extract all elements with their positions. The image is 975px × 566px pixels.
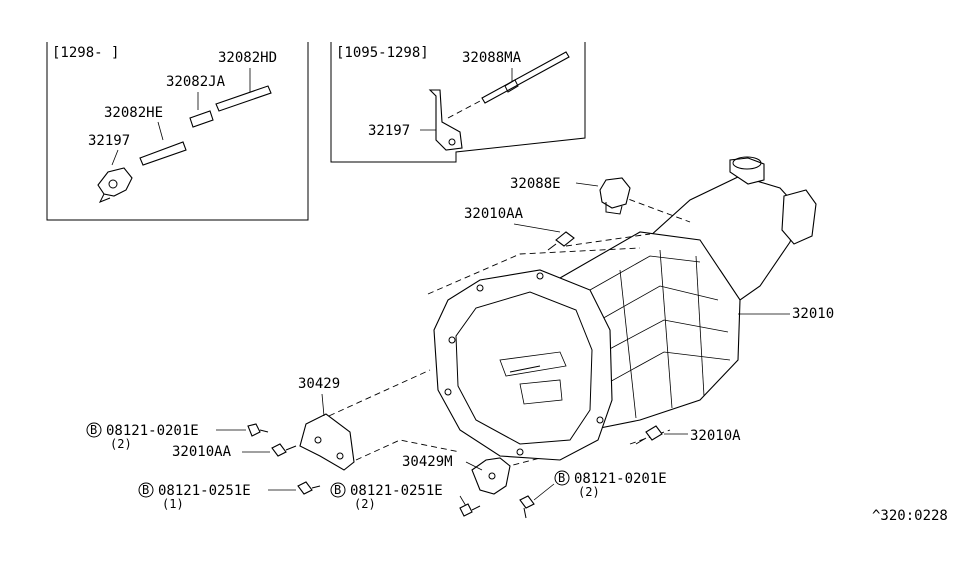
bolt-3-number: 08121-0251E xyxy=(350,483,443,499)
part-30429M: 30429M xyxy=(402,454,511,495)
label-32197-right: 32197 xyxy=(368,123,410,139)
bolt-1-badge: B xyxy=(90,423,97,437)
bolt-callout-3: B 08121-0251E (2) xyxy=(330,482,481,517)
bolt-2-qty: (1) xyxy=(162,497,184,511)
label-32082HD: 32082HD xyxy=(218,50,277,66)
label-30429: 30429 xyxy=(298,376,340,392)
diagram-code: ^320:0228 xyxy=(872,508,948,524)
bolt-1-number: 08121-0201E xyxy=(106,423,199,439)
label-32010: 32010 xyxy=(792,306,834,322)
bolt-callout-4: B 08121-0201E (2) xyxy=(519,470,667,519)
label-32088MA: 32088MA xyxy=(462,50,522,66)
label-30429M: 30429M xyxy=(402,454,453,470)
part-32010AA-bottom: 32010AA xyxy=(172,443,297,460)
transmission-assembly xyxy=(433,156,817,461)
inset-left-bracket: [1298- ] xyxy=(52,45,119,61)
label-32082HE: 32082HE xyxy=(104,105,163,121)
part-32010AA-top: 32010AA xyxy=(464,206,575,251)
bolt-1-qty: (2) xyxy=(110,437,132,451)
bolt-3-qty: (2) xyxy=(354,497,376,511)
bolt-4-badge: B xyxy=(558,471,565,485)
bolt-2-number: 08121-0251E xyxy=(158,483,251,499)
part-30429: 30429 xyxy=(298,376,355,471)
bolt-3-badge: B xyxy=(334,483,341,497)
inset-left: [1298- ] 32082HD 32082JA 32082HE 32197 xyxy=(46,42,309,221)
label-32197-left: 32197 xyxy=(88,133,130,149)
bolt-4-number: 08121-0201E xyxy=(574,471,667,487)
bolt-2-badge: B xyxy=(142,483,149,497)
inset-right: [1095-1298] 32088MA 32197 xyxy=(330,42,586,163)
part-32088E: 32088E xyxy=(510,176,631,215)
bolt-4-qty: (2) xyxy=(578,485,600,499)
part-32010A: 32010A xyxy=(635,425,741,445)
label-32010AA-top: 32010AA xyxy=(464,206,524,222)
bolt-callout-1: B 08121-0201E (2) xyxy=(86,422,269,451)
inset-right-bracket: [1095-1298] xyxy=(336,45,429,61)
label-32010AA-bottom: 32010AA xyxy=(172,444,232,460)
label-32088E: 32088E xyxy=(510,176,561,192)
label-32010A: 32010A xyxy=(690,428,741,444)
bolt-callout-2: B 08121-0251E (1) xyxy=(138,481,321,511)
label-32082JA: 32082JA xyxy=(166,74,226,90)
